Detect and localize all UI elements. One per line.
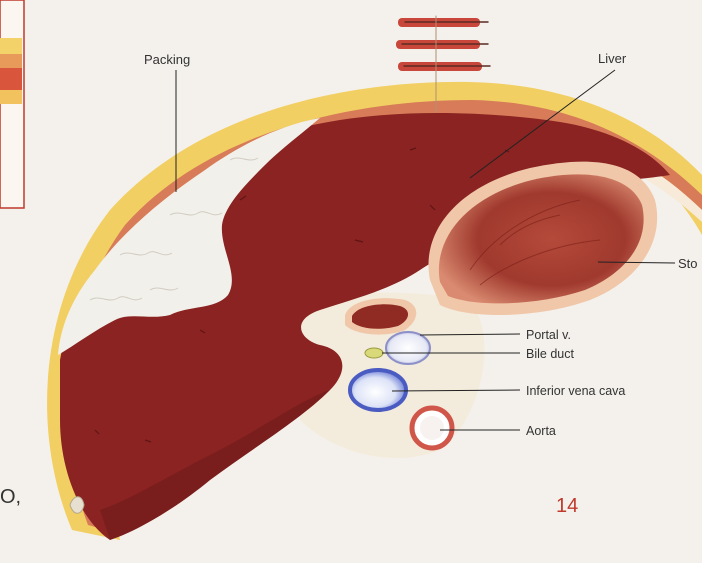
portal-vein <box>386 332 430 364</box>
stomach-label: Sto <box>678 256 698 271</box>
bile-duct-label: Bile duct <box>526 347 574 361</box>
left-text-fragment: O, <box>0 486 21 508</box>
page-number: 14 <box>556 495 578 517</box>
bile-duct <box>365 348 383 358</box>
liver-label: Liver <box>598 51 627 66</box>
portal-vein-label: Portal v. <box>526 328 571 342</box>
packing-label: Packing <box>144 52 190 67</box>
inset-image-fragment <box>0 0 24 208</box>
ivc-label: Inferior vena cava <box>526 384 625 398</box>
inferior-vena-cava <box>350 370 406 410</box>
aorta-label: Aorta <box>526 424 556 438</box>
aorta-lumen <box>420 416 444 440</box>
